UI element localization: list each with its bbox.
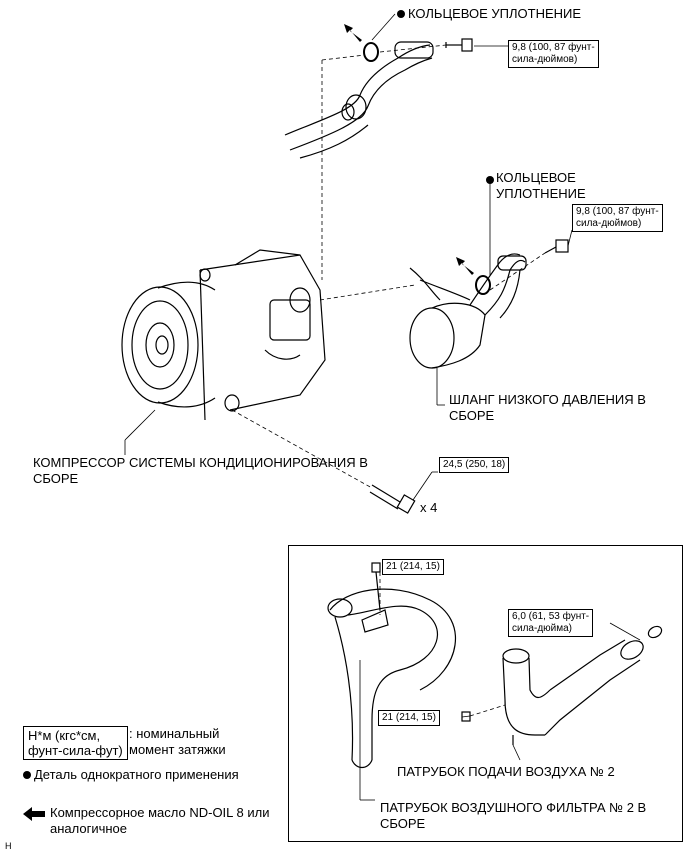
torque-2-line1: 9,8 (100, 87 фунт-	[576, 206, 659, 217]
torque-4: 21 (214, 15)	[386, 561, 440, 572]
bullet-dot-icon	[23, 770, 31, 779]
legend-oil-desc: Компрессорное масло ND-OIL 8 или аналоги…	[50, 805, 269, 837]
torque-5-line1: 6,0 (61, 53 фунт-	[512, 611, 590, 622]
bolt-quantity: x 4	[420, 500, 438, 515]
hose-line2: СБОРЕ	[449, 408, 495, 423]
compressor-label: КОМПРЕССОР СИСТЕМЫ КОНДИЦИОНИРОВАНИЯ В С…	[33, 455, 368, 487]
mid-o-ring	[475, 275, 491, 295]
oring-mid-line2: УПЛОТНЕНИЕ	[496, 186, 586, 201]
torque-box-1: 9,8 (100, 87 фунт- сила-дюймов)	[508, 40, 599, 68]
oring-top-label: КОЛЬЦЕВОЕ УПЛОТНЕНИЕ	[397, 6, 581, 22]
discharge-pipe	[284, 41, 434, 159]
oring-mid-label: КОЛЬЦЕВОЕ УПЛОТНЕНИЕ	[496, 170, 586, 202]
hose-label: ШЛАНГ НИЗКОГО ДАВЛЕНИЯ В СБОРЕ	[449, 392, 646, 424]
legend-torque-box: Н*м (кгс*см, фунт-сила-фут)	[23, 726, 128, 760]
torque-6: 21 (214, 15)	[382, 712, 436, 723]
torque-1-line1: 9,8 (100, 87 фунт-	[512, 42, 595, 53]
bullet-dot-icon	[397, 9, 405, 18]
filter-pipe-line2: СБОРЕ	[380, 816, 426, 831]
torque-2-line2: сила-дюймов)	[576, 218, 642, 229]
legend-dot-desc: Деталь однократного применения	[34, 767, 239, 782]
top-o-ring	[363, 42, 379, 62]
inset-frame	[288, 545, 683, 842]
legend-desc-line1: : номинальный	[129, 726, 220, 741]
air-filter-pipe	[327, 571, 457, 769]
torque-3: 24,5 (250, 18)	[443, 459, 506, 470]
legend-box-line2: фунт-сила-фут)	[28, 743, 123, 758]
top-bolt	[445, 38, 473, 52]
torque-5-line2: сила-дюйма)	[512, 623, 572, 634]
bullet-dot-icon	[486, 176, 494, 184]
oil-arrow-icon	[344, 24, 362, 42]
air-inlet-pipe	[502, 625, 663, 745]
hose-line1: ШЛАНГ НИЗКОГО ДАВЛЕНИЯ В	[449, 392, 646, 407]
oil-arrow-icon	[456, 257, 474, 275]
torque-box-2: 9,8 (100, 87 фунт- сила-дюймов)	[572, 204, 663, 232]
legend-desc-line2: момент затяжки	[129, 742, 226, 757]
legend-oil-line1: Компрессорное масло ND-OIL 8 или	[50, 805, 270, 820]
mid-bolt	[544, 239, 569, 254]
legend-oil-line2: аналогичное	[50, 821, 128, 836]
torque-box-4: 21 (214, 15)	[382, 559, 444, 575]
compressor-bolt	[369, 484, 416, 514]
low-pressure-hose	[409, 253, 527, 369]
legend-torque-desc: : номинальный момент затяжки	[129, 726, 226, 758]
torque-box-6: 21 (214, 15)	[378, 710, 440, 726]
filter-pipe-line1: ПАТРУБОК ВОЗДУШНОГО ФИЛЬТРА № 2 В	[380, 800, 647, 815]
torque-box-3: 24,5 (250, 18)	[439, 457, 510, 473]
compressor-line1: КОМПРЕССОР СИСТЕМЫ КОНДИЦИОНИРОВАНИЯ В	[33, 455, 368, 470]
legend-box-line1: Н*м (кгс*см,	[28, 728, 101, 743]
torque-box-5: 6,0 (61, 53 фунт- сила-дюйма)	[508, 609, 594, 637]
oil-arrow-icon	[23, 807, 45, 821]
torque-1-line2: сила-дюймов)	[512, 54, 578, 65]
inlet-pipe-label: ПАТРУБОК ПОДАЧИ ВОЗДУХА № 2	[397, 764, 615, 779]
oring-top-text: КОЛЬЦЕВОЕ УПЛОТНЕНИЕ	[408, 6, 582, 21]
legend-dot-row: Деталь однократного применения	[23, 767, 239, 783]
corner-code: H	[5, 841, 12, 851]
compressor-line2: СБОРЕ	[33, 471, 79, 486]
filter-pipe-label: ПАТРУБОК ВОЗДУШНОГО ФИЛЬТРА № 2 В СБОРЕ	[380, 800, 646, 832]
compressor	[121, 249, 326, 421]
oring-mid-line1: КОЛЬЦЕВОЕ	[496, 170, 576, 185]
